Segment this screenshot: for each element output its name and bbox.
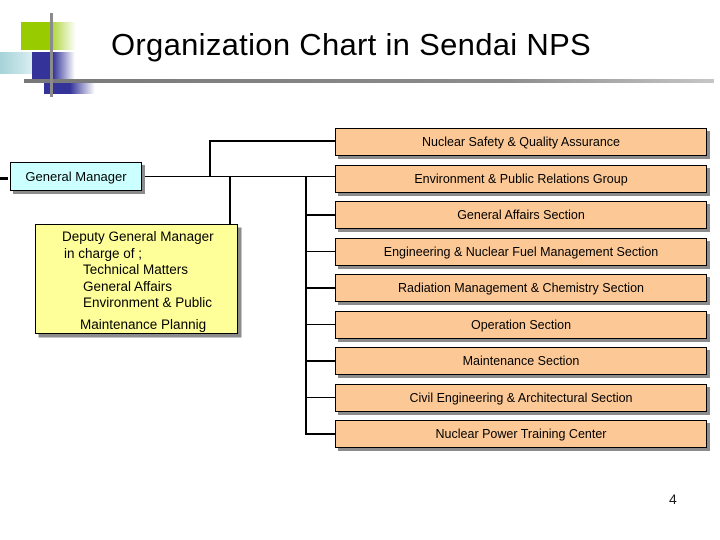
connector-line <box>229 176 231 224</box>
decor-blue-square-fade <box>53 52 75 79</box>
page-number: 4 <box>669 491 677 507</box>
decor-green-square <box>21 22 50 50</box>
general-manager-box: General Manager <box>10 162 142 191</box>
org-unit-box: Nuclear Power Training Center <box>335 420 707 448</box>
slide-title: Organization Chart in Sendai NPS <box>111 27 592 62</box>
org-unit-label: Engineering & Nuclear Fuel Management Se… <box>383 244 659 259</box>
org-unit-box: Maintenance Section <box>335 347 707 375</box>
deputy-line: Environment & Public <box>83 295 213 310</box>
decor-green-square-fade <box>53 22 76 50</box>
connector-line <box>305 214 335 216</box>
connector-line <box>209 140 335 142</box>
deputy-line: in charge of ; <box>64 245 143 261</box>
connector-line <box>142 175 335 177</box>
connector-line <box>305 360 335 362</box>
title-underline-rule <box>24 79 714 83</box>
org-unit-box: Nuclear Safety & Quality Assurance <box>335 128 707 156</box>
org-unit-label: Operation Section <box>470 317 572 332</box>
deputy-line: General Affairs <box>83 278 173 294</box>
decor-blue-square-lower <box>44 83 70 94</box>
org-unit-label: Maintenance Section <box>462 354 580 368</box>
decor-blue-square-lower-fade <box>70 83 95 94</box>
decor-vertical-line <box>50 13 53 97</box>
org-unit-label: General Affairs Section <box>457 208 585 222</box>
org-unit-box: Civil Engineering & Architectural Sectio… <box>335 383 707 412</box>
connector-line <box>305 323 335 325</box>
org-unit-label: Environment & Public Relations Group <box>414 171 628 186</box>
connector-trunk-line <box>305 176 307 434</box>
connector-left-stub <box>0 177 8 180</box>
decor-blue-square <box>32 52 53 79</box>
deputy-line: Technical Matters <box>83 262 189 277</box>
deputy-line: Deputy General Manager <box>62 229 214 244</box>
connector-line <box>305 287 335 289</box>
connector-line <box>209 140 211 177</box>
deputy-general-manager-box: Deputy General Manager in charge of ; Te… <box>35 224 238 334</box>
connector-line <box>305 396 335 398</box>
org-unit-label: Civil Engineering & Architectural Sectio… <box>409 390 633 405</box>
org-unit-box: Operation Section <box>335 310 707 339</box>
connector-line <box>305 433 335 435</box>
org-unit-box: Radiation Management & Chemistry Section <box>335 274 707 302</box>
org-unit-label: Radiation Management & Chemistry Section <box>398 281 644 295</box>
org-unit-box: Engineering & Nuclear Fuel Management Se… <box>335 237 707 266</box>
deputy-line: Maintenance Plannig <box>80 317 207 332</box>
org-unit-box: Environment & Public Relations Group <box>335 164 707 193</box>
org-unit-label: Nuclear Power Training Center <box>435 427 607 441</box>
general-manager-label: General Manager <box>25 169 127 184</box>
connector-line <box>305 250 335 252</box>
org-unit-label: Nuclear Safety & Quality Assurance <box>421 135 620 149</box>
org-unit-box: General Affairs Section <box>335 201 707 229</box>
